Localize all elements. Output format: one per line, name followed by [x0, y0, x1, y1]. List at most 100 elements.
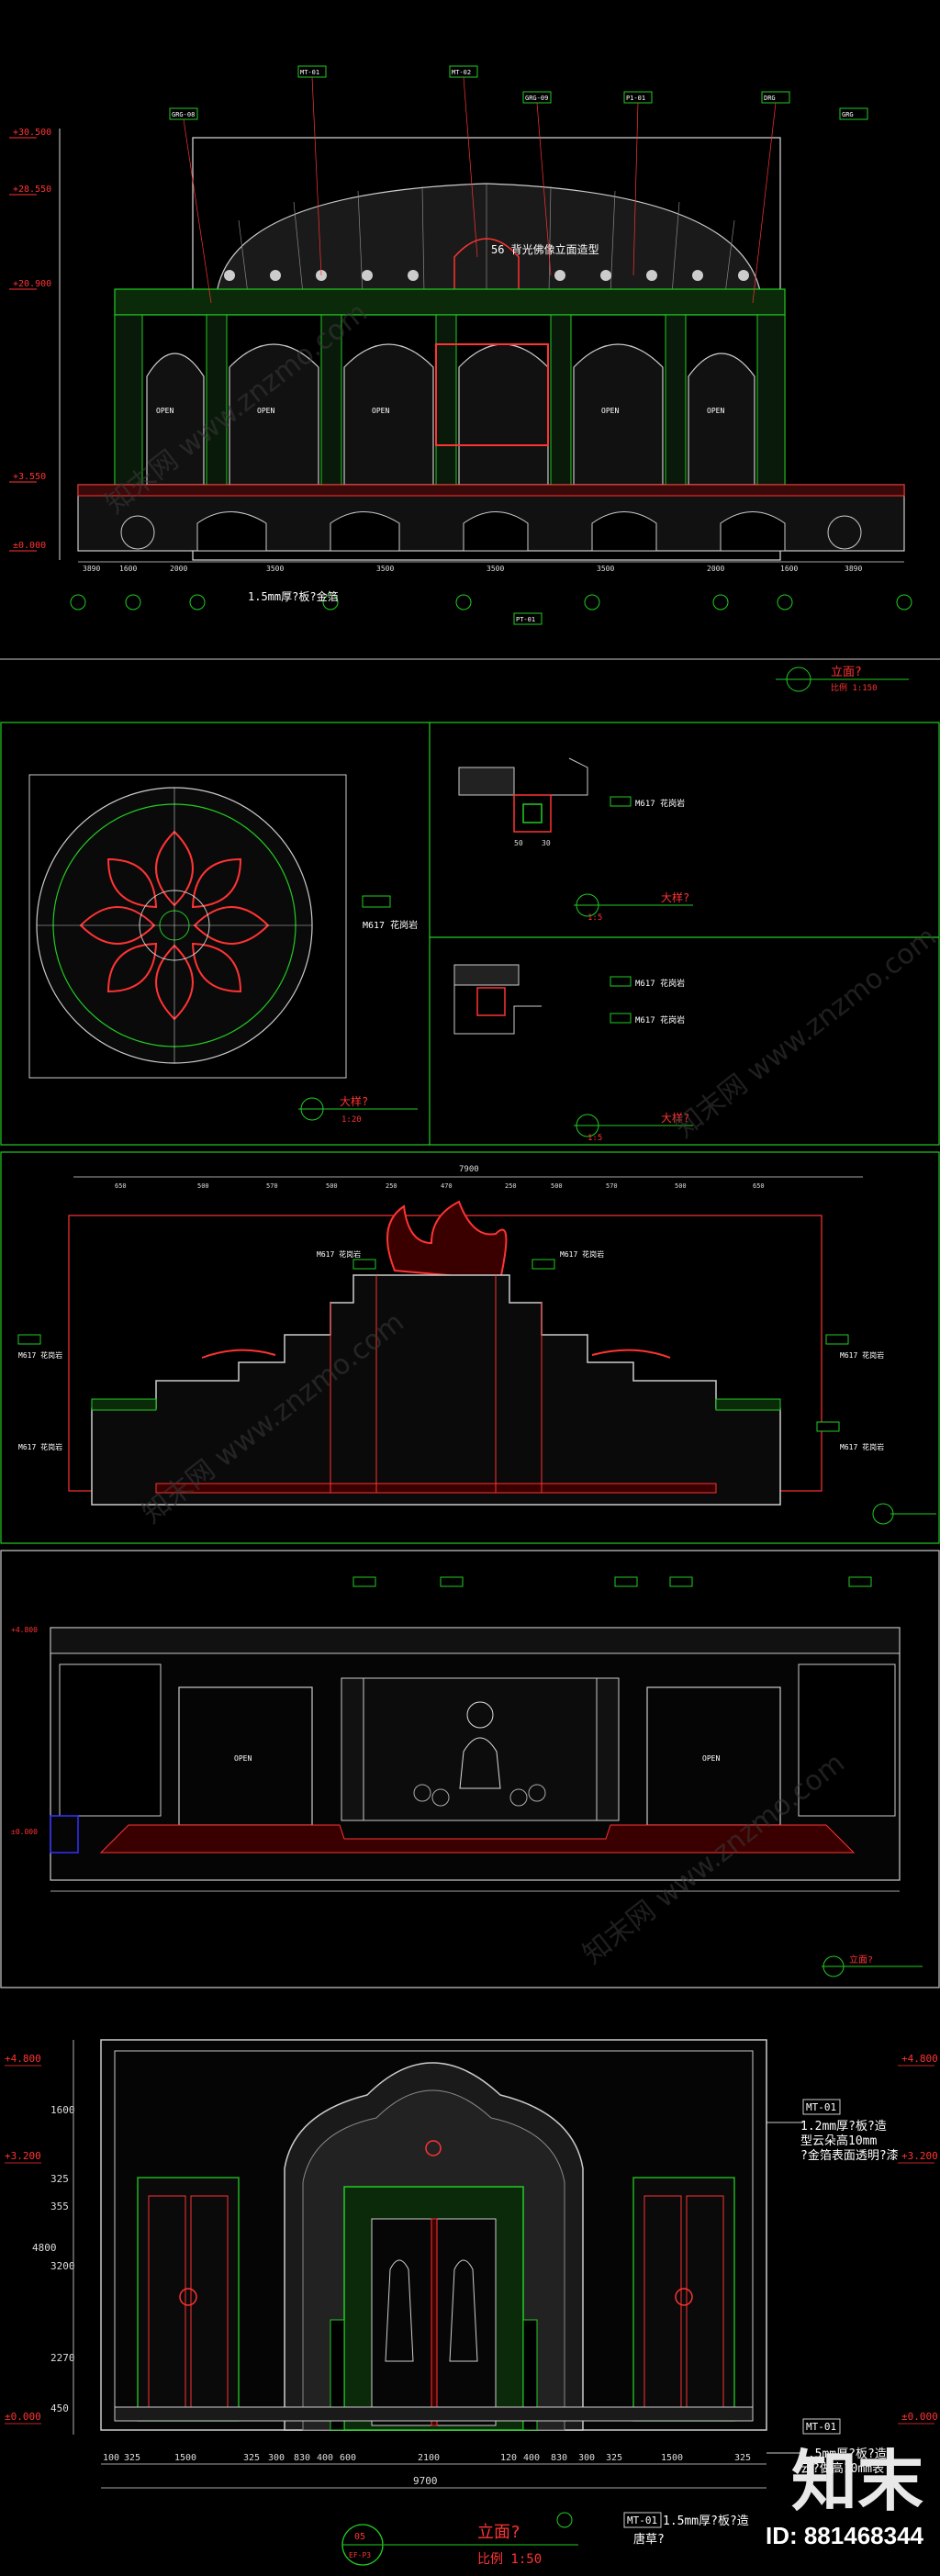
- vdim: 450: [50, 2402, 69, 2414]
- hdim: 120: [500, 2453, 517, 2463]
- detail-c-title: 大样?: [661, 1111, 689, 1125]
- plan-title: 大样?: [340, 1094, 368, 1108]
- open-label: OPEN: [372, 407, 389, 415]
- elevation-drawing-4: +4.800 ±0.000 OPEN OPEN 立面?: [0, 1550, 940, 1988]
- hdim: 2100: [418, 2453, 440, 2463]
- detail-panel-2: M617 花岗岩 大样? 1:20 50 30 M617 花岗岩 大样? 1:5…: [0, 722, 940, 1146]
- dim: 470: [441, 1182, 453, 1190]
- open-label: OPEN: [156, 407, 173, 415]
- vdim: 3200: [50, 2260, 75, 2272]
- section-panel-3: 7900 650 500 570 500 250 470 250 500 570…: [0, 1151, 940, 1544]
- dim: 650: [753, 1182, 765, 1190]
- hdim: 1500: [661, 2453, 683, 2463]
- note3-line: 唐草?: [633, 2532, 665, 2547]
- total-dim: 9700: [413, 2475, 438, 2487]
- mark-sheet: EF-P3: [349, 2551, 371, 2559]
- dim: 570: [606, 1182, 618, 1190]
- detail-b-title: 大样?: [661, 890, 689, 904]
- level-label: ±0.000: [901, 2411, 938, 2423]
- hdim: 600: [340, 2453, 356, 2463]
- dim: 650: [115, 1182, 127, 1190]
- elevation-panel-4: +4.800 ±0.000 OPEN OPEN 立面?: [0, 1550, 940, 1988]
- hdim: 400: [317, 2453, 333, 2463]
- level-label: ±0.000: [5, 2411, 41, 2423]
- section-tag: M617 花岗岩: [18, 1350, 62, 1360]
- note1-line: 型云朵高10mm: [800, 2134, 877, 2148]
- level-label: +30.500: [13, 128, 51, 138]
- drawing-title: 立面?: [831, 666, 862, 679]
- brand-logo: 知末: [790, 2443, 923, 2520]
- hdim: 325: [734, 2453, 751, 2463]
- tag-mt: MT-01: [627, 2514, 657, 2526]
- hdim: 830: [294, 2453, 310, 2463]
- dim: 500: [675, 1182, 687, 1190]
- dim: 3500: [597, 565, 614, 573]
- open-label: OPEN: [702, 1754, 720, 1763]
- elevation-panel-5: +4.800 +3.200 ±0.000 +4.800 +3.200 ±0.00…: [0, 1994, 940, 2576]
- dome-note: 56 背光佛像立面造型: [491, 242, 599, 256]
- dim: 500: [197, 1182, 209, 1190]
- tag-mt: MT-01: [806, 2101, 836, 2113]
- tag-label: MT-01: [300, 69, 319, 76]
- tag-label: MT-02: [452, 69, 471, 76]
- bottom-note: 1.5mm厚?板?金箔: [248, 589, 339, 603]
- open-label: OPEN: [601, 407, 619, 415]
- level-label: +4.800: [901, 2053, 938, 2065]
- note2-line: 1.5mm厚?板?造: [800, 2447, 887, 2461]
- level-label: ±0.000: [11, 1828, 38, 1836]
- hdim: 830: [551, 2453, 567, 2463]
- dim: 250: [386, 1182, 397, 1190]
- detail-b-scale: 1:5: [588, 913, 602, 923]
- detail-tag: M617 花岗岩: [635, 798, 685, 809]
- level-label: +4.800: [5, 2053, 41, 2065]
- vdim: 4800: [32, 2242, 57, 2254]
- hdim: 325: [243, 2453, 260, 2463]
- vdim: 1600: [50, 2104, 75, 2116]
- hdim: 325: [606, 2453, 622, 2463]
- dim: 50: [514, 839, 523, 847]
- detail-c-scale: 1:5: [588, 1134, 602, 1143]
- dim: 250: [505, 1182, 517, 1190]
- dim-total: 7900: [459, 1165, 479, 1174]
- note1-line: 1.2mm厚?板?造: [800, 2120, 887, 2134]
- drawing-title: 立面?: [849, 1954, 873, 1966]
- tag-label: PT-01: [516, 616, 535, 623]
- mark-no: 05: [354, 2532, 365, 2542]
- dim: 3500: [376, 565, 394, 573]
- plan-tag: M617 花岗岩: [363, 919, 418, 931]
- dim: 3890: [845, 565, 862, 573]
- open-label: OPEN: [234, 1754, 252, 1763]
- hdim: 400: [523, 2453, 540, 2463]
- level-label: ±0.000: [13, 541, 46, 551]
- vdim: 325: [50, 2173, 69, 2185]
- open-label: OPEN: [257, 407, 274, 415]
- section-tag: M617 花岗岩: [560, 1249, 604, 1259]
- note3-line: 1.5mm厚?板?造: [663, 2514, 749, 2528]
- level-label: +4.800: [11, 1626, 38, 1634]
- dim: 3890: [83, 565, 100, 573]
- tag-label: P1-01: [626, 95, 645, 102]
- dim: 2000: [707, 565, 724, 573]
- tag-label: DRG: [764, 95, 776, 102]
- dim: 2000: [170, 565, 187, 573]
- detail-drawing-2: M617 花岗岩 大样? 1:20 50 30 M617 花岗岩 大样? 1:5…: [0, 722, 940, 1146]
- dim: 1600: [119, 565, 137, 573]
- dim: 3500: [487, 565, 504, 573]
- elevation-drawing-5: +4.800 +3.200 ±0.000 +4.800 +3.200 ±0.00…: [5, 2039, 938, 2567]
- tag-label: GRG-09: [525, 95, 548, 102]
- dim: 30: [542, 839, 551, 847]
- section-drawing-3: 7900 650 500 570 500 250 470 250 500 570…: [0, 1151, 940, 1544]
- section-tag: M617 花岗岩: [840, 1442, 884, 1451]
- level-label: +3.200: [901, 2150, 938, 2162]
- level-label: +3.200: [5, 2150, 41, 2162]
- vdim: 2270: [50, 2352, 75, 2364]
- dim: 570: [266, 1182, 278, 1190]
- brand-id: ID: 881468344: [765, 2522, 923, 2549]
- level-label: +28.550: [13, 185, 51, 195]
- note2-line: 云?做高10mm表: [800, 2461, 884, 2476]
- dim: 1600: [780, 565, 798, 573]
- dim: 500: [551, 1182, 563, 1190]
- drawing-scale: 比例 1:50: [477, 2552, 542, 2567]
- tag-label: GRG-08: [172, 111, 195, 118]
- tag-label: GRG: [842, 111, 854, 118]
